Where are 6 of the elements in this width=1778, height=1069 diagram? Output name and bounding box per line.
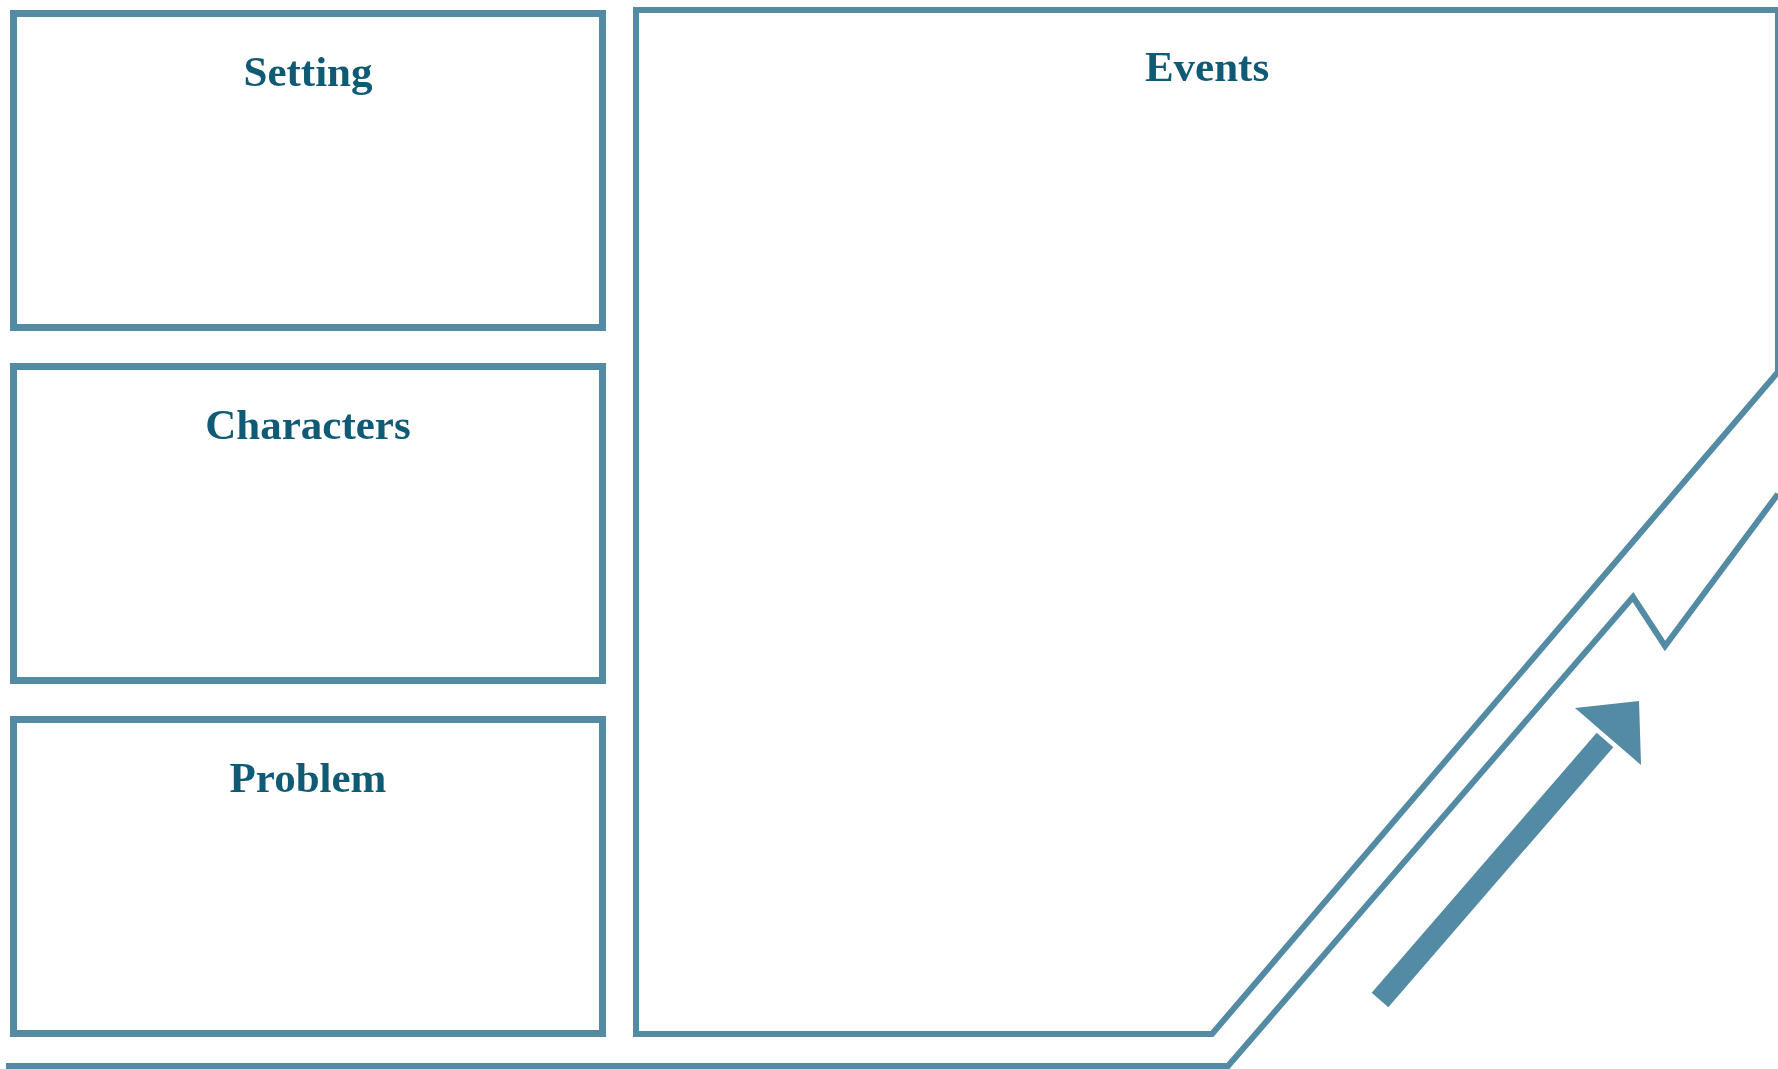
section-heading: Characters (205, 400, 411, 449)
characters-box (10, 363, 606, 684)
section-heading: Problem (229, 753, 387, 802)
section-heading: Events (1144, 42, 1270, 91)
section-heading: Setting (243, 47, 373, 96)
setting-box (10, 10, 606, 331)
